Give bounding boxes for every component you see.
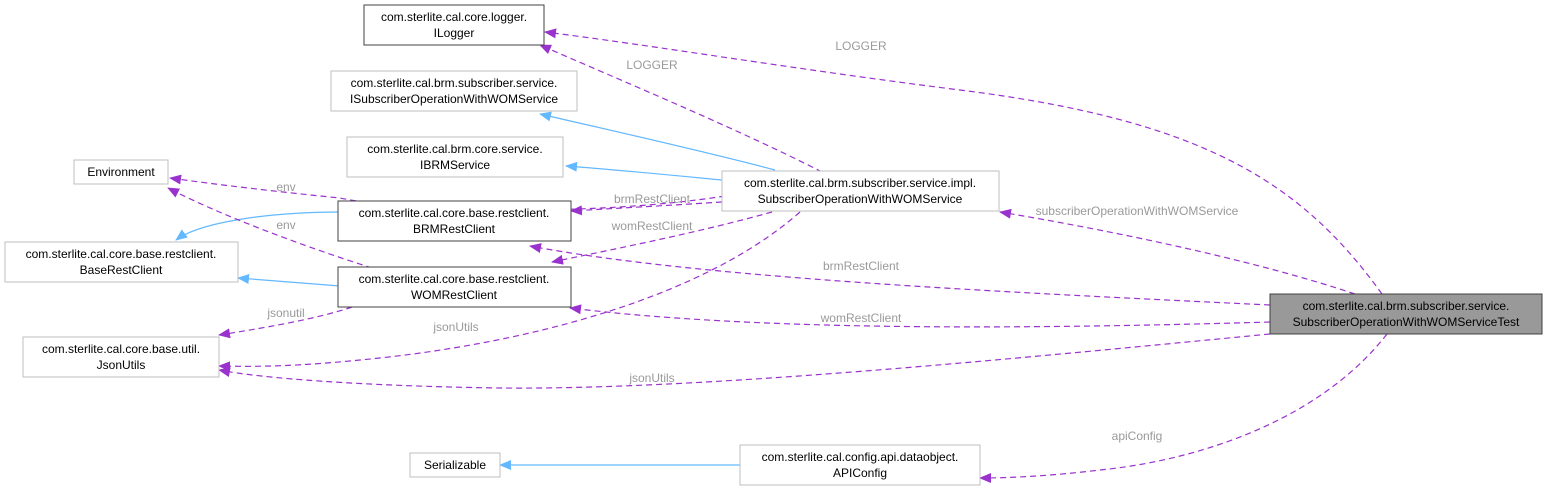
edge-label-wom-jsonutil: jsonutil <box>266 306 304 320</box>
node-jsonutils-package: com.sterlite.cal.core.base.util. <box>42 342 200 356</box>
edge-label-impl-brm: brmRestClient <box>614 192 691 206</box>
node-subscriber-operation-service-test[interactable]: com.sterlite.cal.brm.subscriber.service.… <box>1269 293 1543 335</box>
edge-test-brm <box>529 243 1271 306</box>
edge-test-json <box>218 333 1271 389</box>
node-ibrm-name: IBRMService <box>420 158 490 172</box>
edge-brm-extends-base <box>175 211 341 241</box>
node-isubscriber-package: com.sterlite.cal.brm.subscriber.service. <box>351 76 558 90</box>
edge-label-test-logger: LOGGER <box>835 39 887 53</box>
node-test-package: com.sterlite.cal.brm.subscriber.service. <box>1303 299 1510 313</box>
edge-label-test-json: jsonUtils <box>628 371 674 385</box>
node-test-name: SubscriberOperationWithWOMServiceTest <box>1293 315 1520 329</box>
edge-label-impl-json: jsonUtils <box>432 320 478 334</box>
edge-impl-implements-ibrm <box>565 161 723 181</box>
edge-label-wom-env: env <box>276 218 295 232</box>
node-apiconfig-name: APIConfig <box>833 466 887 480</box>
node-womrest-name: WOMRestClient <box>411 288 498 302</box>
edge-test-logger <box>544 28 1383 295</box>
edge-label-test-api: apiConfig <box>1112 429 1163 443</box>
edge-impl-json <box>218 211 801 372</box>
node-brm-rest-client[interactable]: com.sterlite.cal.core.base.restclient. B… <box>337 200 572 242</box>
node-jsonutils-name: JsonUtils <box>97 358 146 372</box>
node-base-rest-client[interactable]: com.sterlite.cal.core.base.restclient. B… <box>4 241 239 283</box>
edge-label-test-wom: womRestClient <box>820 311 902 325</box>
node-serializable-name: Serializable <box>424 458 486 472</box>
edge-label-test-brm: brmRestClient <box>823 259 900 273</box>
node-environment[interactable]: Environment <box>73 159 169 185</box>
node-ilogger-name: ILogger <box>434 26 475 40</box>
node-ibrm-service[interactable]: com.sterlite.cal.brm.core.service. IBRMS… <box>346 136 564 178</box>
node-wom-rest-client[interactable]: com.sterlite.cal.core.base.restclient. W… <box>337 266 572 308</box>
node-isubscriber-operation-service[interactable]: com.sterlite.cal.brm.subscriber.service.… <box>330 70 578 112</box>
edge-impl-brm <box>570 201 723 216</box>
node-isubscriber-name: ISubscriberOperationWithWOMService <box>350 92 558 106</box>
node-ilogger-package: com.sterlite.cal.core.logger. <box>381 10 527 24</box>
node-brmrest-package: com.sterlite.cal.core.base.restclient. <box>359 206 550 220</box>
edge-impl-logger <box>539 44 823 173</box>
edge-label-impl-env: env <box>276 180 295 194</box>
node-impl-name: SubscriberOperationWithWOMService <box>758 192 963 206</box>
edge-impl-implements-isubscriber <box>539 111 776 171</box>
edge-test-wom <box>569 304 1271 328</box>
node-impl-package: com.sterlite.cal.brm.subscriber.service.… <box>744 176 976 190</box>
edge-label-impl-wom: womRestClient <box>611 219 693 233</box>
edge-wom-extends-base <box>237 274 341 287</box>
edge-label-test-impl: subscriberOperationWithWOMService <box>1036 204 1239 218</box>
node-environment-name: Environment <box>87 165 155 179</box>
node-womrest-package: com.sterlite.cal.core.base.restclient. <box>359 272 550 286</box>
node-brmrest-name: BRMRestClient <box>413 222 496 236</box>
edge-impl-env <box>169 171 823 211</box>
node-baserest-package: com.sterlite.cal.core.base.restclient. <box>26 247 217 261</box>
node-apiconfig-package: com.sterlite.cal.config.api.dataobject. <box>762 450 959 464</box>
node-subscriber-operation-service-impl[interactable]: com.sterlite.cal.brm.subscriber.service.… <box>721 170 1000 212</box>
node-serializable[interactable]: Serializable <box>409 452 501 478</box>
node-api-config[interactable]: com.sterlite.cal.config.api.dataobject. … <box>739 444 981 486</box>
node-json-utils[interactable]: com.sterlite.cal.core.base.util. JsonUti… <box>22 336 220 378</box>
node-ibrm-package: com.sterlite.cal.brm.core.service. <box>367 142 542 156</box>
node-baserest-name: BaseRestClient <box>80 263 163 277</box>
edge-wom-jsonutil <box>218 306 353 339</box>
edge-label-impl-logger: LOGGER <box>626 58 678 72</box>
edge-test-impl <box>999 208 1356 295</box>
node-ilogger[interactable]: com.sterlite.cal.core.logger. ILogger <box>363 4 545 46</box>
edge-test-api <box>979 333 1388 483</box>
edge-impl-wom <box>551 211 773 265</box>
